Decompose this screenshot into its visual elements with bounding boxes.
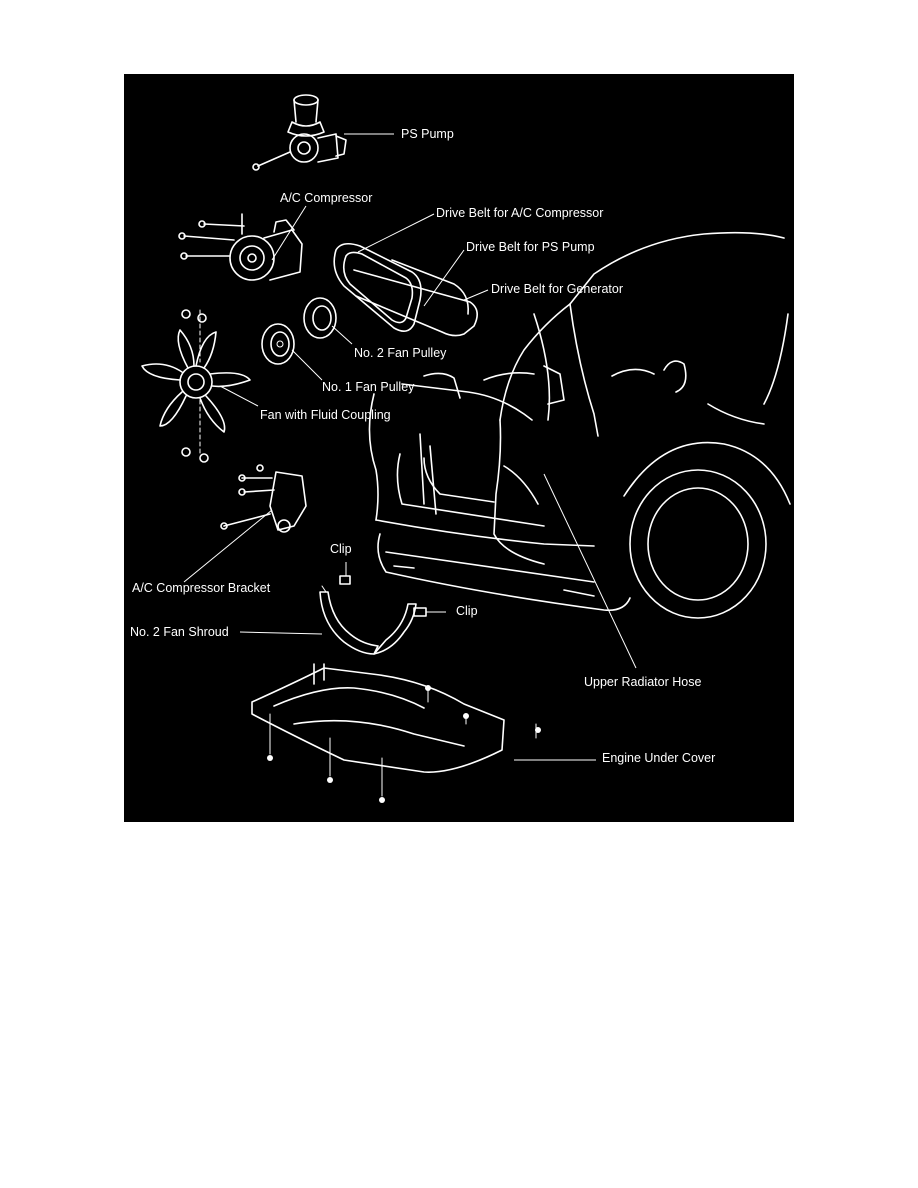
drive-belts-drawing — [333, 242, 478, 337]
label-ac-compressor: A/C Compressor — [280, 191, 373, 205]
ac-compressor-bracket-drawing — [220, 464, 307, 533]
exploded-diagram-drawing — [141, 94, 791, 803]
ac-compressor-drawing — [178, 213, 303, 281]
label-upper-radiator-hose: Upper Radiator Hose — [584, 675, 702, 689]
label-drive-belt-ps-pump: Drive Belt for PS Pump — [466, 240, 595, 254]
label-no2-fan-pulley: No. 2 Fan Pulley — [354, 346, 447, 360]
label-no1-fan-pulley: No. 1 Fan Pulley — [322, 380, 415, 394]
fan-shroud-drawing — [319, 575, 427, 655]
engine-under-cover-drawing — [251, 663, 541, 803]
label-fan-fluid-coupling: Fan with Fluid Coupling — [260, 408, 391, 422]
exploded-diagram-panel: PS Pump A/C Compressor Drive Belt for A/… — [124, 74, 794, 822]
label-ps-pump: PS Pump — [401, 127, 454, 141]
fan-fluid-coupling-drawing — [141, 309, 251, 463]
label-clip-right: Clip — [456, 604, 478, 618]
vehicle-drawing — [368, 231, 791, 619]
fan-pulleys-drawing — [261, 297, 337, 365]
label-engine-under-cover: Engine Under Cover — [602, 751, 716, 765]
label-drive-belt-generator: Drive Belt for Generator — [491, 282, 623, 296]
label-clip-top: Clip — [330, 542, 352, 556]
label-no2-fan-shroud: No. 2 Fan Shroud — [130, 625, 229, 639]
label-ac-compressor-bracket: A/C Compressor Bracket — [132, 581, 271, 595]
leader-lines — [183, 133, 637, 761]
ps-pump-drawing — [252, 94, 347, 171]
label-drive-belt-ac-compressor: Drive Belt for A/C Compressor — [436, 206, 604, 220]
